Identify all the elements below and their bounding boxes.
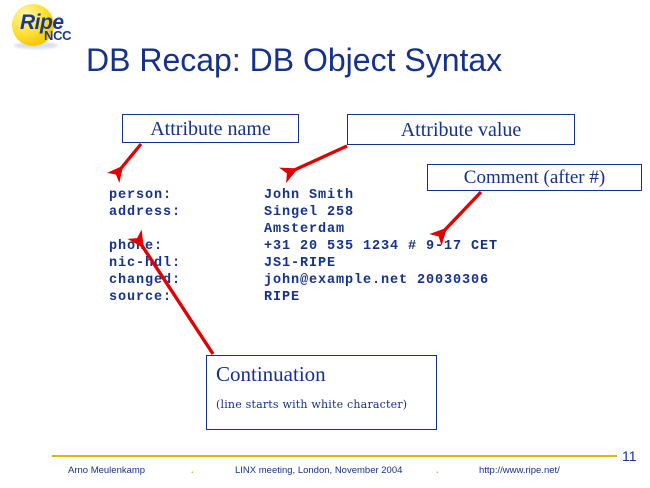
record-key: person: [109,188,173,203]
arrow-attribute-value [279,144,348,184]
footer-divider [52,455,617,457]
record-value: Amsterdam [264,222,346,237]
record-value: john@example.net 20030306 [264,273,490,288]
footer-separator: . [191,465,194,476]
record-key: changed: [109,273,182,288]
footer-author: Arno Meulenkamp [68,465,146,476]
record-row: Amsterdam [55,204,498,237]
record-value: John Smith [264,188,355,203]
footer-separator: . [436,465,439,476]
record-value: Singel 258 [264,205,355,220]
record-key: address: [109,205,182,220]
footer-event: LINX meeting, London, November 2004 [235,465,403,476]
callout-attribute-name: Attribute name [122,114,299,143]
record-key: nic-hdl: [109,256,182,271]
db-object-record: person: John Smith address: Singel 258 Ams… [55,170,498,305]
record-key: source: [109,290,173,305]
footer: Arno Meulenkamp . LINX meeting, London, … [52,462,617,480]
footer-url[interactable]: http://www.ripe.net/ [479,465,560,476]
record-value: +31 20 535 1234 # 9-17 CET [264,239,499,254]
record-value: JS1-RIPE [264,256,337,271]
callout-continuation: Continuation (line starts with white cha… [206,355,437,430]
logo-submark: NCC [44,28,72,43]
page-number: 11 [622,448,637,464]
callout-attribute-value: Attribute value [347,114,575,145]
record-key: phone: [109,239,164,254]
page-title: DB Recap: DB Object Syntax [86,42,503,78]
record-row: phone: +31 20 535 1234 # 9-17 CET [55,221,498,254]
ripe-ncc-logo: Ripe NCC [6,2,80,50]
callout-continuation-subtitle: (line starts with white character) [216,398,408,411]
callout-comment: Comment (after #) [427,164,642,191]
arrow-attribute-name [106,142,143,184]
callout-continuation-title: Continuation [216,362,326,386]
logo-wordmark: Ripe [20,11,64,34]
logo-sphere-icon [12,4,54,46]
record-row: address: Singel 258 [55,187,498,220]
record-row: person: John Smith [55,170,498,203]
record-value: RIPE [264,290,301,305]
